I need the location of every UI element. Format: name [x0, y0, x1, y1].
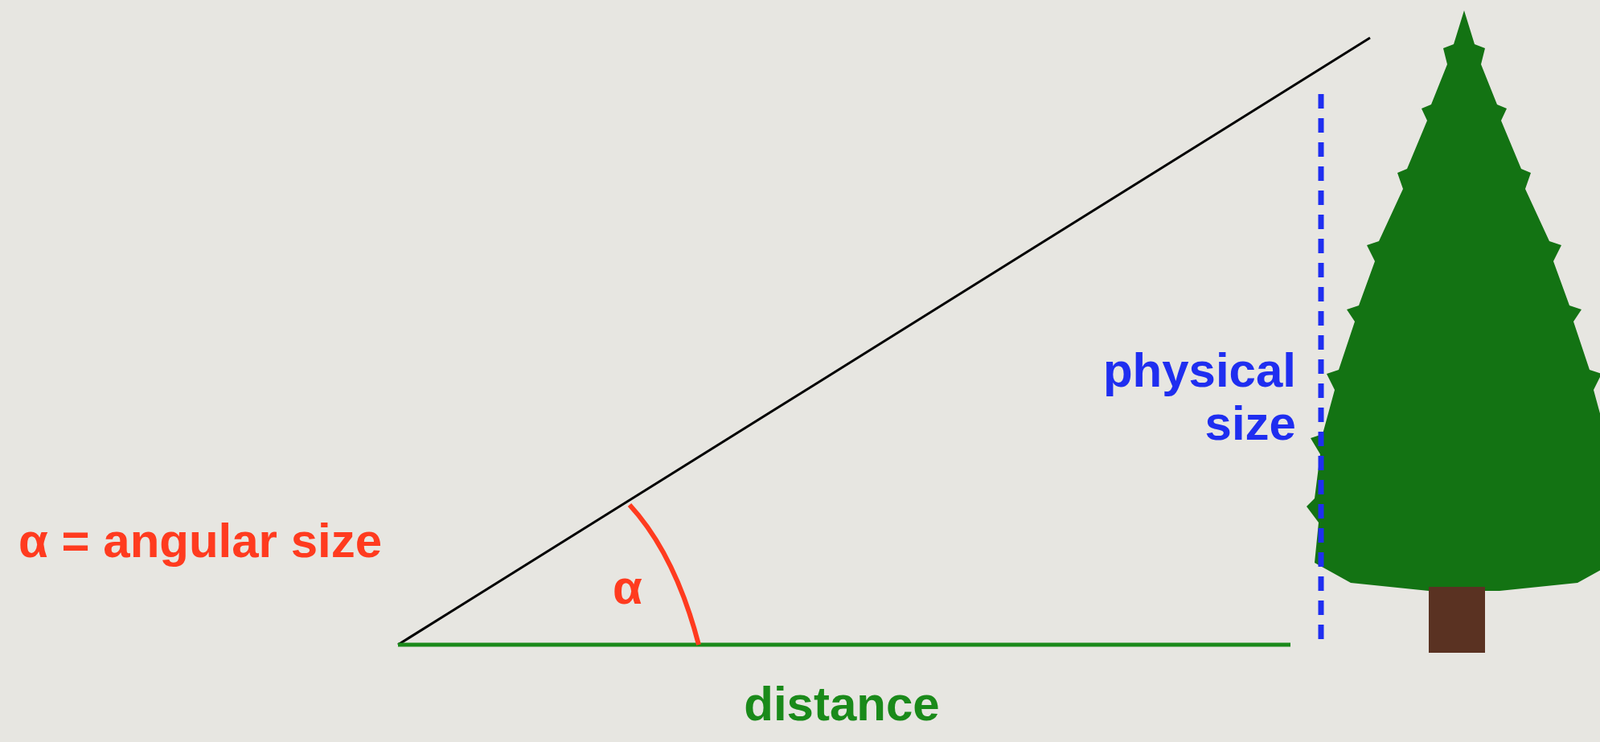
size-label: physical size: [1062, 344, 1297, 451]
sight-line: [397, 37, 1371, 645]
tree-foliage: [1306, 10, 1600, 591]
distance-label: distance: [743, 677, 940, 731]
distance-line: [397, 643, 1291, 648]
size-dashes: [1318, 94, 1325, 645]
angle-caption: α = angular size: [18, 514, 382, 568]
angle-symbol: α: [612, 561, 643, 615]
tree-trunk: [1428, 586, 1486, 653]
